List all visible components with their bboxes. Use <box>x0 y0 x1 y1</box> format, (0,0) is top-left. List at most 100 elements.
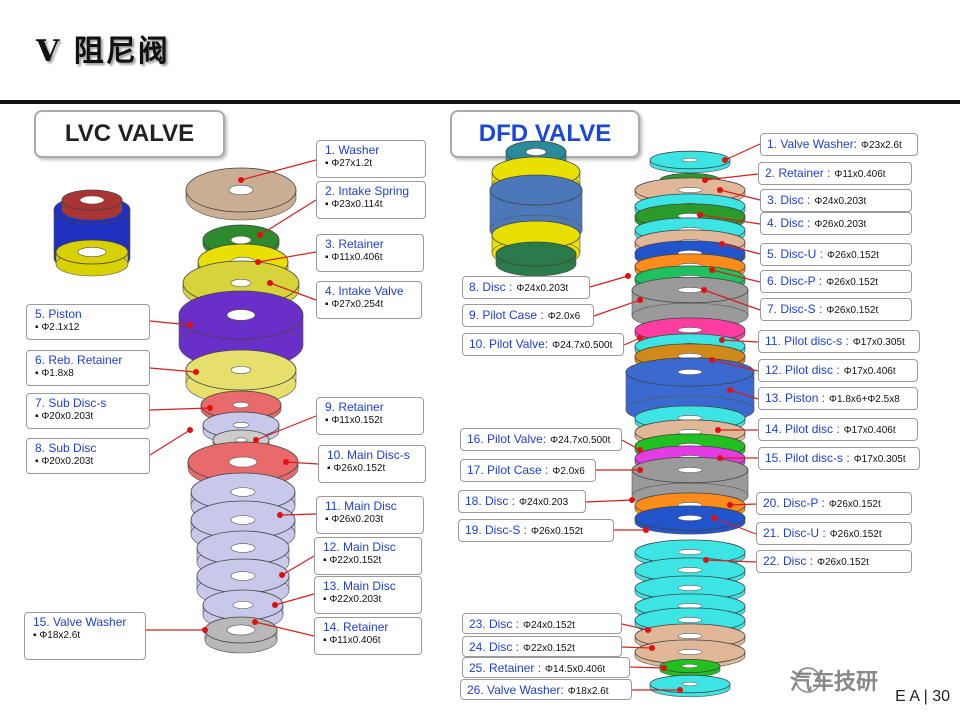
leader-line-4 <box>269 282 317 301</box>
dfd-label-name: 9. Pilot Case : <box>469 308 544 322</box>
dfd-label-dim: Φ1.8x6+Φ2.5x8 <box>829 394 900 405</box>
dfd-label-11: 11. Pilot disc-s :Φ17x0.305t <box>758 330 920 353</box>
leader-line-11 <box>279 513 317 516</box>
dfd-label-dim: Φ24x0.152t <box>523 620 575 631</box>
dfd-label-20: 20. Disc-P :Φ26x0.152t <box>756 492 912 515</box>
leader-dot-31 <box>637 447 643 453</box>
lvc-part-11-hole <box>230 487 256 497</box>
lvc-part-14-hole <box>230 571 256 581</box>
lvc-label-dim: Φ11x0.406t <box>323 634 413 647</box>
dfd-part-15-hole <box>677 369 703 375</box>
title-divider <box>0 100 960 104</box>
dfd-label-dim: Φ24x0.203t <box>814 196 867 207</box>
lvc-part-5-hole <box>226 309 256 321</box>
leader-line-18 <box>719 189 761 201</box>
leader-line-10 <box>285 461 319 465</box>
dfd-label-name: 4. Disc : <box>767 216 811 230</box>
dfd-label-dim: Φ26x0.203t <box>814 219 867 230</box>
leader-line-21 <box>711 269 761 283</box>
dfd-label-dim: Φ17x0.305t <box>853 454 906 465</box>
dfd-label-13: 13. Piston :Φ1.8x6+Φ2.5x8 <box>758 387 918 410</box>
lvc-label-name: 4. Intake Valve <box>325 284 404 298</box>
dfd-label-name: 20. Disc-P : <box>763 496 825 510</box>
dfd-label-6: 6. Disc-P :Φ26x0.152t <box>760 270 912 293</box>
dfd-part-20-hole <box>677 467 703 473</box>
dfd-part-29-hole <box>677 649 703 655</box>
dfd-label-name: 16. Pilot Valve: <box>467 432 547 446</box>
lvc-label-name: 7. Sub Disc-s <box>35 396 107 410</box>
lvc-label-dim: Φ2.1x12 <box>35 321 141 334</box>
leader-line-14 <box>254 621 315 637</box>
leader-line-40 <box>629 666 665 669</box>
leader-line-3 <box>257 251 317 263</box>
lvc-label-dim: Φ27x1.2t <box>325 157 417 170</box>
leader-dot-25 <box>637 335 643 341</box>
dfd-thumb-top-hole <box>525 148 547 156</box>
leader-dot-23 <box>625 273 631 279</box>
dfd-label-12: 12. Pilot disc :Φ17x0.406t <box>758 359 918 382</box>
lvc-label-name: 9. Retainer <box>325 400 384 414</box>
lvc-label-2: 2. Intake SpringΦ23x0.114t <box>316 181 426 219</box>
dfd-label-8: 8. Disc :Φ24x0.203t <box>462 276 590 299</box>
leader-dot-21 <box>709 267 715 273</box>
watermark: 汽车技研 <box>790 669 879 694</box>
leader-dot-2 <box>257 232 263 238</box>
dfd-label-10: 10. Pilot Valve:Φ24.7x0.500t <box>462 333 624 356</box>
leader-dot-13 <box>272 602 278 608</box>
dfd-label-24: 24. Disc :Φ22x0.152t <box>462 636 622 657</box>
lvc-label-8: 8. Sub DiscΦ20x0.203t <box>26 438 150 474</box>
dfd-thumb-body-top <box>489 174 583 206</box>
dfd-label-5: 5. Disc-U :Φ26x0.152t <box>760 243 912 266</box>
lvc-label-12: 12. Main DiscΦ22x0.152t <box>314 537 422 575</box>
lvc-part-15-hole <box>232 600 254 610</box>
leader-line-19 <box>699 214 761 225</box>
leader-line-28 <box>729 389 759 400</box>
leader-dot-28 <box>727 387 733 393</box>
lvc-label-name: 11. Main Disc <box>325 499 397 513</box>
lvc-label-name: 14. Retainer <box>323 620 389 634</box>
lvc-label-name: 8. Sub Disc <box>35 441 97 455</box>
leader-line-35 <box>729 503 757 506</box>
lvc-label-name: 5. Piston <box>35 307 82 321</box>
lvc-thumb-top-hole <box>79 195 105 205</box>
leader-dot-9 <box>253 437 259 443</box>
lvc-label-name: 10. Main Disc-s <box>327 448 410 462</box>
dfd-label-name: 24. Disc : <box>469 640 520 654</box>
leader-line-9 <box>255 415 317 441</box>
leader-line-6 <box>149 367 197 373</box>
lvc-part-2-hole <box>230 235 252 245</box>
leader-dot-38 <box>645 627 651 633</box>
leader-line-39 <box>621 646 653 649</box>
lvc-label-name: 3. Retainer <box>325 237 384 251</box>
dfd-label-dim: Φ14.5x0.406t <box>545 664 606 675</box>
leader-line-26 <box>721 339 759 343</box>
leader-dot-18 <box>717 187 723 193</box>
dfd-label-name: 14. Pilot disc : <box>765 422 840 436</box>
leader-dot-35 <box>727 502 733 508</box>
lvc-part-10-hole <box>228 456 258 468</box>
footer-logo-text: E A <box>895 688 920 705</box>
leader-line-38 <box>621 623 649 631</box>
lvc-label-dim: Φ20x0.203t <box>35 455 141 468</box>
leader-line-27 <box>711 359 759 372</box>
leader-dot-40 <box>661 665 667 671</box>
lvc-thumb-base-hole <box>77 247 107 257</box>
dfd-label-dim: Φ24.7x0.500t <box>552 340 613 351</box>
dfd-label-dim: Φ18x2.6t <box>567 686 609 697</box>
dfd-label-26: 26. Valve Washer:Φ18x2.6t <box>460 679 632 700</box>
page-title: V 阻尼阀 <box>36 34 170 69</box>
lvc-label-dim: Φ1.8x8 <box>35 367 141 380</box>
dfd-part-27-hole <box>677 617 703 623</box>
dfd-label-name: 1. Valve Washer: <box>767 137 858 151</box>
leader-dot-37 <box>703 557 709 563</box>
lvc-label-dim: Φ27x0.254t <box>325 298 413 311</box>
lvc-label-13: 13. Main DiscΦ22x0.203t <box>314 576 422 614</box>
lvc-label-name: 2. Intake Spring <box>325 184 410 198</box>
leader-dot-1 <box>238 177 244 183</box>
dfd-part-23-hole <box>677 549 703 555</box>
leader-dot-8 <box>187 427 193 433</box>
wechat-logo-icon <box>795 667 821 693</box>
dfd-part-1-hole <box>681 157 699 163</box>
leader-line-20 <box>721 243 761 255</box>
leader-line-31 <box>621 439 641 451</box>
